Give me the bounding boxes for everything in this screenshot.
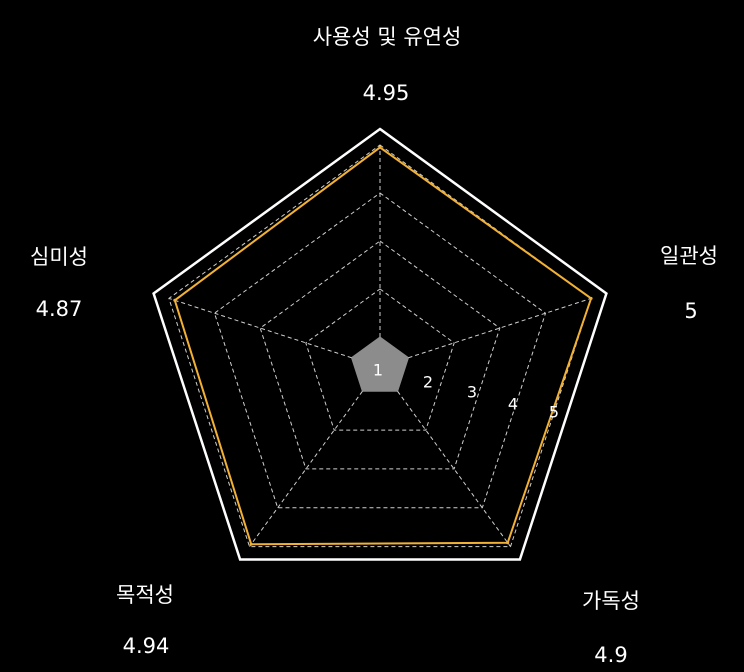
ring-label-2: 2 xyxy=(423,373,433,392)
series-point-2 xyxy=(589,296,593,300)
radar-grid xyxy=(168,144,592,548)
series-point-4 xyxy=(249,542,253,546)
axis-name-4: 목적성 xyxy=(116,583,174,607)
series-point-3 xyxy=(506,541,510,545)
axis-name-5: 심미성 xyxy=(30,245,88,269)
axis-name-3: 가독성 xyxy=(582,589,640,613)
axis-value-4: 4.94 xyxy=(123,634,170,658)
radar-series xyxy=(173,145,593,546)
outer-frame xyxy=(152,127,608,561)
axis-name-1: 사용성 및 유연성 xyxy=(313,25,462,49)
radar-outline xyxy=(152,127,608,561)
grid-spoke-5 xyxy=(168,297,352,359)
grid-ring-4 xyxy=(213,192,547,509)
grid-ring-3 xyxy=(259,240,501,470)
axis-value-2: 5 xyxy=(684,299,697,323)
series-point-1 xyxy=(378,145,382,149)
ring-label-5: 5 xyxy=(549,403,559,422)
axis-value-1: 4.95 xyxy=(363,81,410,105)
grid-spoke-2 xyxy=(408,297,592,359)
grid-ring-1 xyxy=(350,336,410,392)
series-line xyxy=(173,146,593,546)
ring-label-1: 1 xyxy=(373,361,383,380)
ring-label-3: 3 xyxy=(467,383,477,402)
radar-labels: 1 2 3 4 5 사용성 및 유연성 4.95 일관성 5 가독성 4.9 목적성 4.94 심미성 4.… xyxy=(30,25,718,667)
axis-value-3: 4.9 xyxy=(594,643,627,667)
axis-name-2: 일관성 xyxy=(660,244,718,268)
series-point-5 xyxy=(173,298,177,302)
ring-label-4: 4 xyxy=(508,395,518,414)
axis-value-5: 4.87 xyxy=(36,297,83,321)
